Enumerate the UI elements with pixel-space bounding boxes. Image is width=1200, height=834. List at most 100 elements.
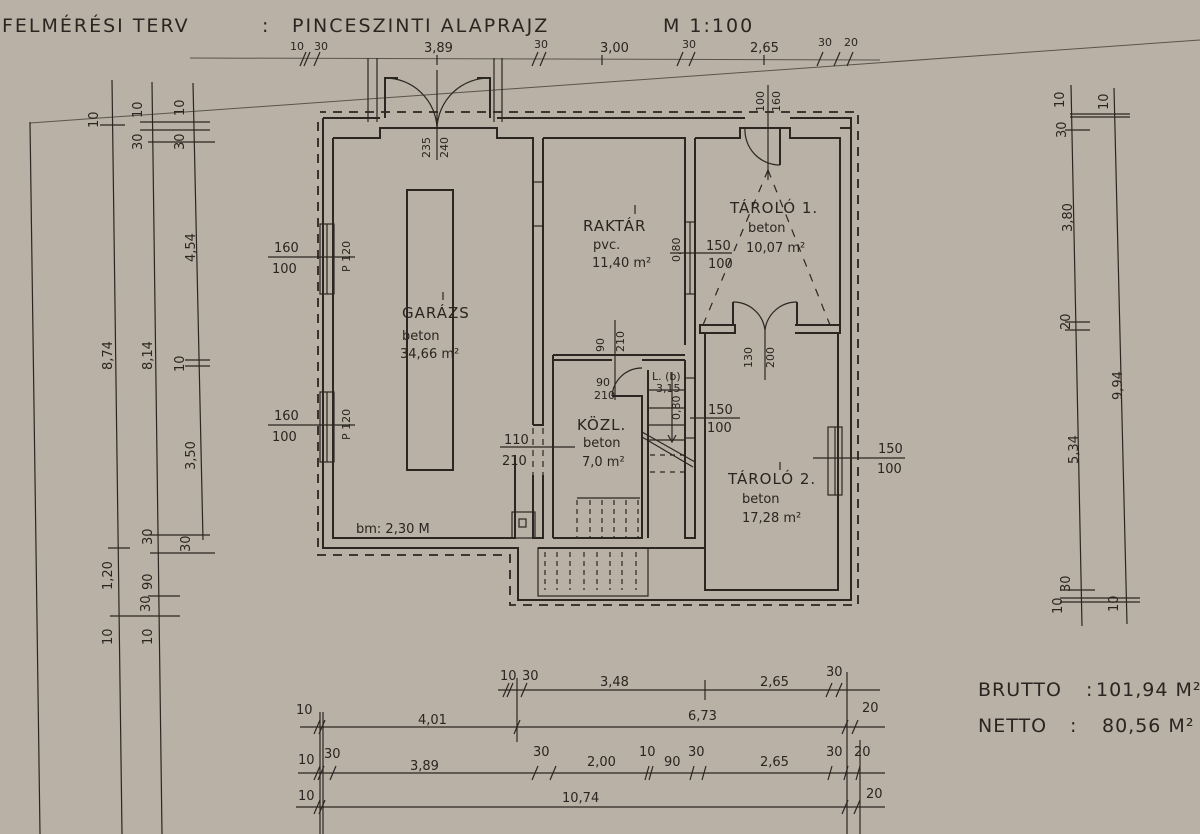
dim-label: 2,65 xyxy=(750,41,779,56)
stair-dimension: 3,15 xyxy=(656,382,681,395)
dim-label: 90 xyxy=(141,573,156,590)
dim-label: 20 xyxy=(844,36,858,49)
dim-label: 10 xyxy=(87,111,102,128)
kozl-door-icon xyxy=(611,320,643,400)
opening-label: 210 xyxy=(502,454,527,469)
opening-label: 240 xyxy=(438,137,451,158)
title-part1: FELMÉRÉSI TERV xyxy=(2,14,190,37)
dim-label: 9,94 xyxy=(1111,371,1126,400)
top-dimensions: 10 30 3,89 30 3,00 30 2,65 30 20 xyxy=(290,36,858,67)
title-part2: PINCESZINTI ALAPRAJZ xyxy=(292,15,549,37)
left-dimensions: 10 8,74 1,20 10 10 30 8,14 30 90 30 10 1… xyxy=(29,79,215,834)
dim-label: 20 xyxy=(862,701,879,716)
dim-label: 10 xyxy=(639,745,656,760)
room-floor: beton xyxy=(402,329,440,344)
dim-label: 10 xyxy=(1097,93,1112,110)
room-area: 10,07 m² xyxy=(746,241,805,256)
raktar-window-icon xyxy=(532,181,732,295)
building xyxy=(317,111,859,606)
dim-label: 4,01 xyxy=(418,713,447,728)
right-dimensions: 30 10 3,80 20 5,34 30 10 10 9,94 10 xyxy=(1051,84,1140,627)
opening-label: 210 xyxy=(594,389,615,402)
dim-label: 8,74 xyxy=(101,341,116,370)
opening-label: 150 xyxy=(708,403,733,418)
dim-label: 30 xyxy=(688,745,705,760)
garage-inner-wall xyxy=(333,127,534,425)
dim-label: 10 xyxy=(1051,597,1066,614)
partition-wall xyxy=(533,138,544,426)
opening-label: 210 xyxy=(614,331,627,352)
dim-label: 8,14 xyxy=(141,341,156,370)
tarolo2-wall xyxy=(704,333,839,591)
room-floor: beton xyxy=(748,221,786,236)
stair-mark: 0,80 xyxy=(670,396,683,421)
dim-label: 4,54 xyxy=(184,233,199,262)
dim-label: 10 xyxy=(101,628,116,645)
opening-label: 160 xyxy=(770,91,783,112)
dim-label: 10 xyxy=(173,99,188,116)
dim-label: 3,89 xyxy=(424,41,453,56)
room-name: TÁROLÓ 2. xyxy=(727,469,816,488)
dim-label: 2,65 xyxy=(760,755,789,770)
room-area: 11,40 m² xyxy=(592,256,651,271)
room-floor: beton xyxy=(583,436,621,451)
opening-label: P 120 xyxy=(340,241,353,272)
room-raktar: RAKTÁR pvc. 11,40 m² xyxy=(583,205,651,271)
room-floor: pvc. xyxy=(593,238,620,253)
dim-label: 90 xyxy=(664,755,681,770)
dim-label: 3,50 xyxy=(184,441,199,470)
dim-label: 10 xyxy=(290,40,304,53)
dim-label: 30 xyxy=(173,133,188,150)
dim-label: 30 xyxy=(324,747,341,762)
dim-label: 30 xyxy=(522,669,539,684)
dim-label: 30 xyxy=(179,535,194,552)
brutto-label: BRUTTO xyxy=(978,679,1062,701)
dim-label: 30 xyxy=(1055,121,1070,138)
tarolo1-wall xyxy=(695,127,841,325)
dim-label: 30 xyxy=(1059,575,1074,592)
stair-label: L. (b) xyxy=(652,370,681,383)
room-area: 7,0 m² xyxy=(582,455,625,470)
dim-label: 10,74 xyxy=(562,791,599,806)
car-outline xyxy=(406,189,454,471)
tarolo1-door-icon xyxy=(702,85,831,326)
insulation-line xyxy=(317,111,859,606)
dim-label: 10 xyxy=(173,355,188,372)
dim-label: 3,80 xyxy=(1061,203,1076,232)
room-name: GARÁZS xyxy=(402,303,470,322)
opening-label: 100 xyxy=(754,91,767,112)
opening-label: 110 xyxy=(504,433,529,448)
tarolo2-window-icon xyxy=(813,426,905,496)
room-tarolo2: TÁROLÓ 2. beton 17,28 m² xyxy=(727,462,816,526)
dim-label: 10 xyxy=(296,703,313,718)
room-name: TÁROLÓ 1. xyxy=(729,198,818,217)
opening-label: 90 xyxy=(594,338,607,352)
dim-label: 10 xyxy=(1053,91,1068,108)
dim-label: 20 xyxy=(1059,313,1074,330)
tarolo2-door-icon xyxy=(732,301,798,380)
drawing-title: FELMÉRÉSI TERV : PINCESZINTI ALAPRAJZ M … xyxy=(2,14,752,37)
garage-window-icon xyxy=(268,391,355,463)
dim-label: 20 xyxy=(866,787,883,802)
dim-label: 30 xyxy=(533,745,550,760)
room-garazs: GARÁZS beton 34,66 m² xyxy=(400,292,470,362)
opening-label: 100 xyxy=(877,462,902,477)
dim-label: 10 xyxy=(131,101,146,118)
netto-separator: : xyxy=(1070,715,1077,737)
stairs-icon xyxy=(537,372,696,597)
area-totals: BRUTTO : 101,94 M² NETTO : 80,56 M² xyxy=(978,679,1200,737)
opening-label: 90 xyxy=(596,376,610,389)
dim-label: 10 xyxy=(298,789,315,804)
opening-label: 130 xyxy=(742,347,755,368)
dim-label: 3,89 xyxy=(410,759,439,774)
room-tarolo1: TÁROLÓ 1. beton 10,07 m² xyxy=(729,198,818,256)
dim-label: 30 xyxy=(682,38,696,51)
drain-icon xyxy=(511,511,536,539)
dim-label: 6,73 xyxy=(688,709,717,724)
dim-label: 30 xyxy=(534,38,548,51)
opening-label: P 120 xyxy=(340,409,353,440)
dim-label: 30 xyxy=(141,528,156,545)
room-kozl: KÖZL. beton 7,0 m² xyxy=(577,415,625,470)
room-name: RAKTÁR xyxy=(583,216,646,235)
bottom-dimensions: 10 30 3,48 2,65 30 10 4,01 6,73 20 10 30… xyxy=(296,665,885,834)
